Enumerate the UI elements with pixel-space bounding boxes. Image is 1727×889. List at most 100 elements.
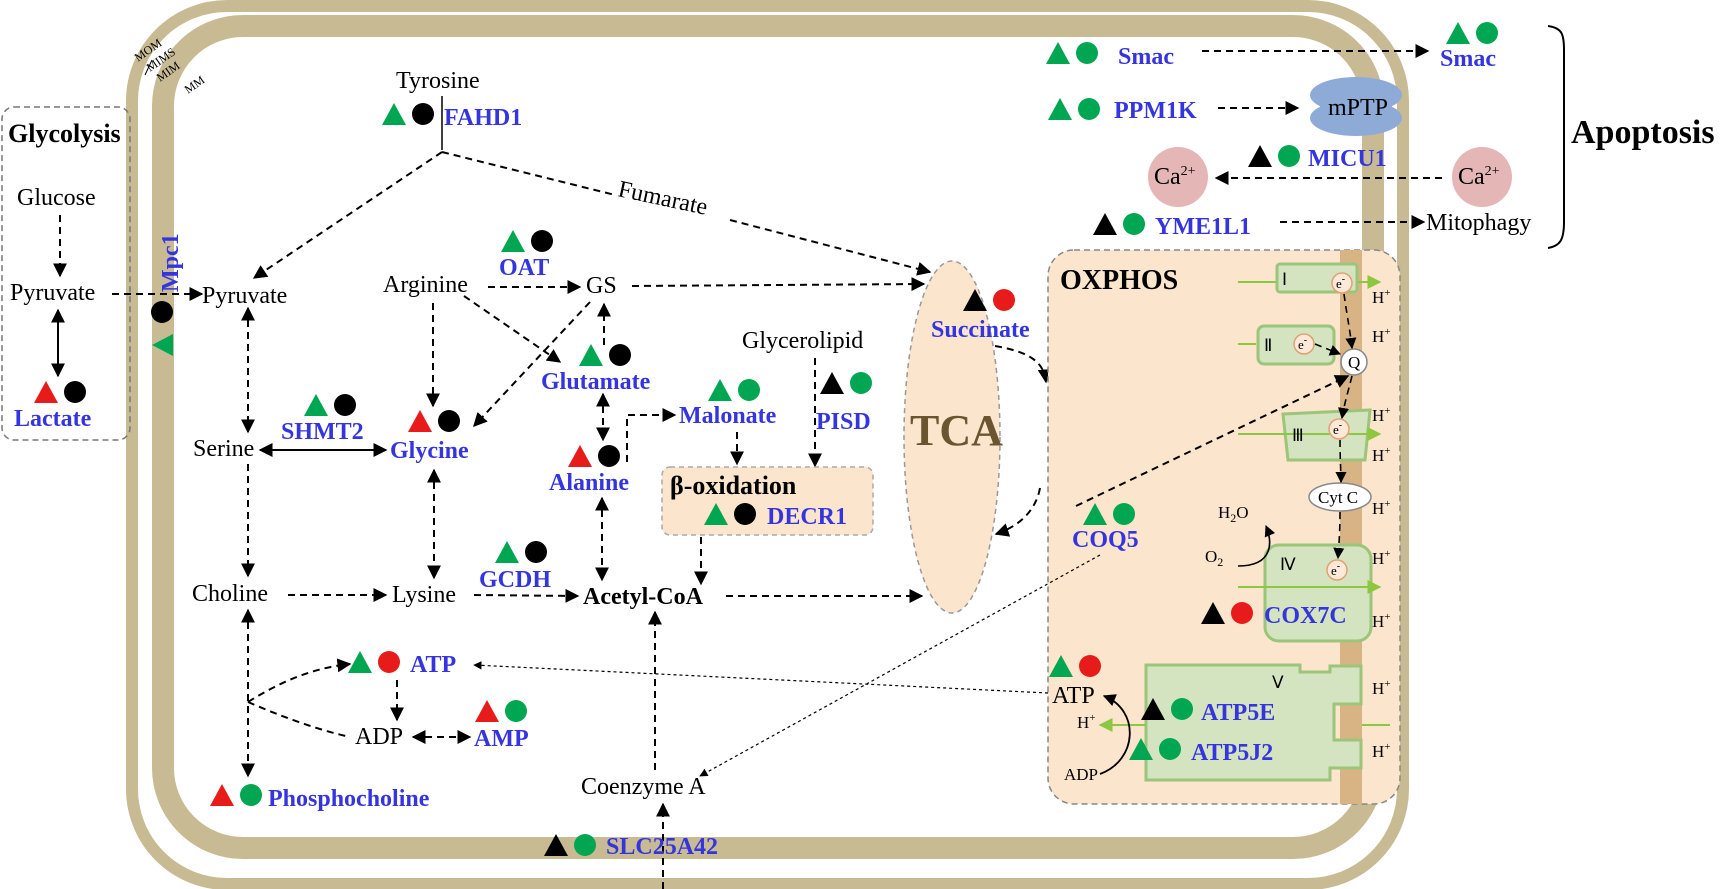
marker-fahd1 [382,103,434,125]
marker-circle [334,394,356,416]
marker-triangle [304,394,328,416]
marker-circle [1171,698,1193,720]
proton-5: H+ [1372,498,1391,518]
succinate-label: Succinate [931,317,1030,343]
glucose-label: Glucose [17,185,96,211]
electron-flow-4 [1335,439,1347,484]
arrow-choline-atp [247,658,352,703]
marker-triangle [1093,213,1117,235]
electron-2 [1293,333,1315,355]
marker-ppm1k [1048,98,1100,120]
cox7c-label: COX7C [1264,603,1347,629]
smac-outside-label: Smac [1440,46,1496,72]
arrow-lysine-acetylcoa [473,588,580,603]
glycerolipid-label: Glycerolipid [742,328,863,354]
glycolysis-box [1,106,131,441]
electron-1 [1331,272,1353,294]
marker-triangle [348,651,372,673]
marker-glycine [408,410,460,432]
complex-ii-label: Ⅱ [1264,336,1272,355]
proton-1: H+ [1372,287,1391,307]
marker-circle [1113,503,1135,525]
marker-atp-ox [1049,655,1101,677]
marker-circle [1076,42,1098,64]
pisd-label: PISD [816,409,871,435]
marker-phosphocholine [210,784,262,806]
marker-circle [240,784,262,806]
gs-label: GS [586,273,617,299]
arrow-oxygen-water [1237,524,1276,567]
glycolysis-title: Glycolysis [8,119,121,148]
marker-yme1l1 [1093,213,1145,235]
electron-4-label: e- [1331,561,1340,578]
mptp-pore [1310,77,1402,136]
water-label: H2O [1218,503,1249,525]
lysine-label: Lysine [392,582,456,608]
marker-shmt2 [304,394,356,416]
marker-triangle [1048,98,1072,120]
marker-circle [1159,738,1181,760]
marker-atp5e [1141,698,1193,720]
arrow-succinate-oxphos [994,345,1052,384]
arginine-label: Arginine [383,272,468,298]
marker-pisd [820,372,872,394]
pyruvate-cytosol-label: Pyruvate [10,280,95,306]
mpc1-label: Mpc1 [158,233,184,292]
proton-7: H+ [1372,611,1391,631]
marker-circle [598,445,620,467]
serine-label: Serine [193,436,254,462]
electron-flow-5 [1333,511,1345,560]
marker-triangle [579,344,603,366]
tca-label: TCA [910,406,1003,455]
slc25a42-label: SLC25A42 [606,834,718,860]
arrow-coq5-q [1075,375,1350,507]
micu1-label: MICU1 [1308,146,1387,172]
arrow-atp-export [473,661,1049,694]
arrow-alanine-malonate [626,408,677,462]
amp-label: AMP [474,726,529,752]
marker-circle [609,344,631,366]
proton-matrix: H+ [1077,712,1096,732]
malonate-label: Malonate [679,403,777,429]
alanine-label: Alanine [549,470,629,496]
coenzymea-label: Coenzyme A [581,774,706,800]
glutamate-label: Glutamate [541,369,651,395]
marker-circle [412,103,434,125]
oxphos-box [1047,249,1401,805]
proton-4: H+ [1372,445,1391,465]
marker-triangle [152,334,173,356]
marker-smac-in [1046,42,1098,64]
marker-smac-out [1446,22,1498,44]
marker-circle [64,381,86,403]
marker-glutamate [579,344,631,366]
marker-triangle [408,410,432,432]
apoptosis-title: Apoptosis [1571,114,1715,151]
marker-triangle [210,784,234,806]
marker-triangle [544,834,568,856]
marker-circle [574,834,596,856]
electron-1-label: e- [1336,274,1345,291]
marker-circle [738,379,760,401]
complex-iii-label: Ⅲ [1292,426,1304,445]
coq5-label: COQ5 [1072,527,1139,553]
marker-triangle [475,700,499,722]
tyrosine-label: Tyrosine [396,68,480,94]
proton-8: H+ [1372,678,1391,698]
marker-malonate [708,379,760,401]
electron-flow-3 [1337,375,1353,420]
oat-label: OAT [499,255,549,281]
arrow-choline-adp [247,701,351,738]
calcium-outside-label: Ca2+ [1458,164,1500,190]
adp-oxphos-label: ADP [1064,765,1098,784]
fahd1-label: FAHD1 [444,105,522,131]
proton-9: H+ [1372,741,1391,761]
oxygen-label: O2 [1205,547,1223,569]
marker-circle [1078,98,1100,120]
marker-circle [1231,602,1253,624]
marker-triangle [1141,698,1165,720]
marker-micu1 [1248,145,1300,167]
acetylcoa-label: Acetyl-CoA [583,584,704,610]
marker-triangle [704,503,728,525]
marker-amp [475,700,527,722]
